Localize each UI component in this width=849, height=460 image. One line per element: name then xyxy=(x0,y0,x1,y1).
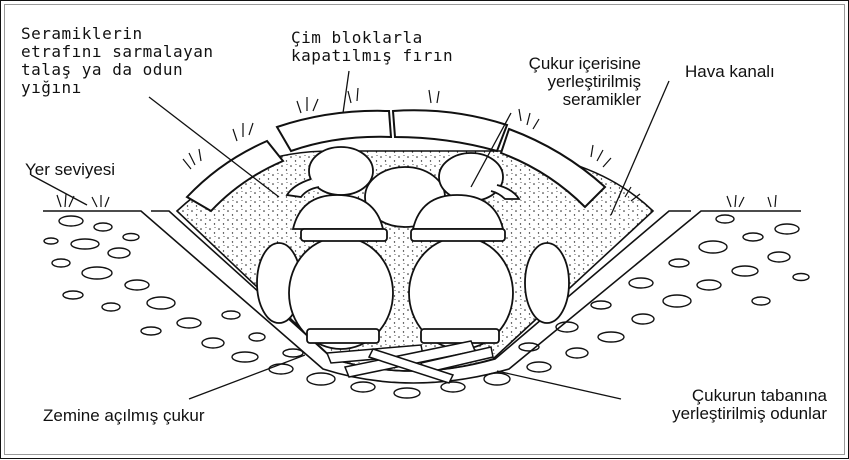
label-ceramics-wood-pile: Seramiklerin etrafını sarmalayan talaş y… xyxy=(21,25,214,97)
label-turf-covered-kiln: Çim bloklarla kapatılmış fırın xyxy=(291,29,453,65)
label-air-channel: Hava kanalı xyxy=(685,63,775,81)
label-ceramics-in-pit: Çukur içerisine yerleştirilmiş seramikle… xyxy=(471,55,641,109)
label-pit-dug-in-ground: Zemine açılmış çukur xyxy=(43,407,205,425)
label-wood-at-pit-bottom: Çukurun tabanına yerleştirilmiş odunlar xyxy=(597,387,827,423)
label-ground-level: Yer seviyesi xyxy=(25,161,115,179)
